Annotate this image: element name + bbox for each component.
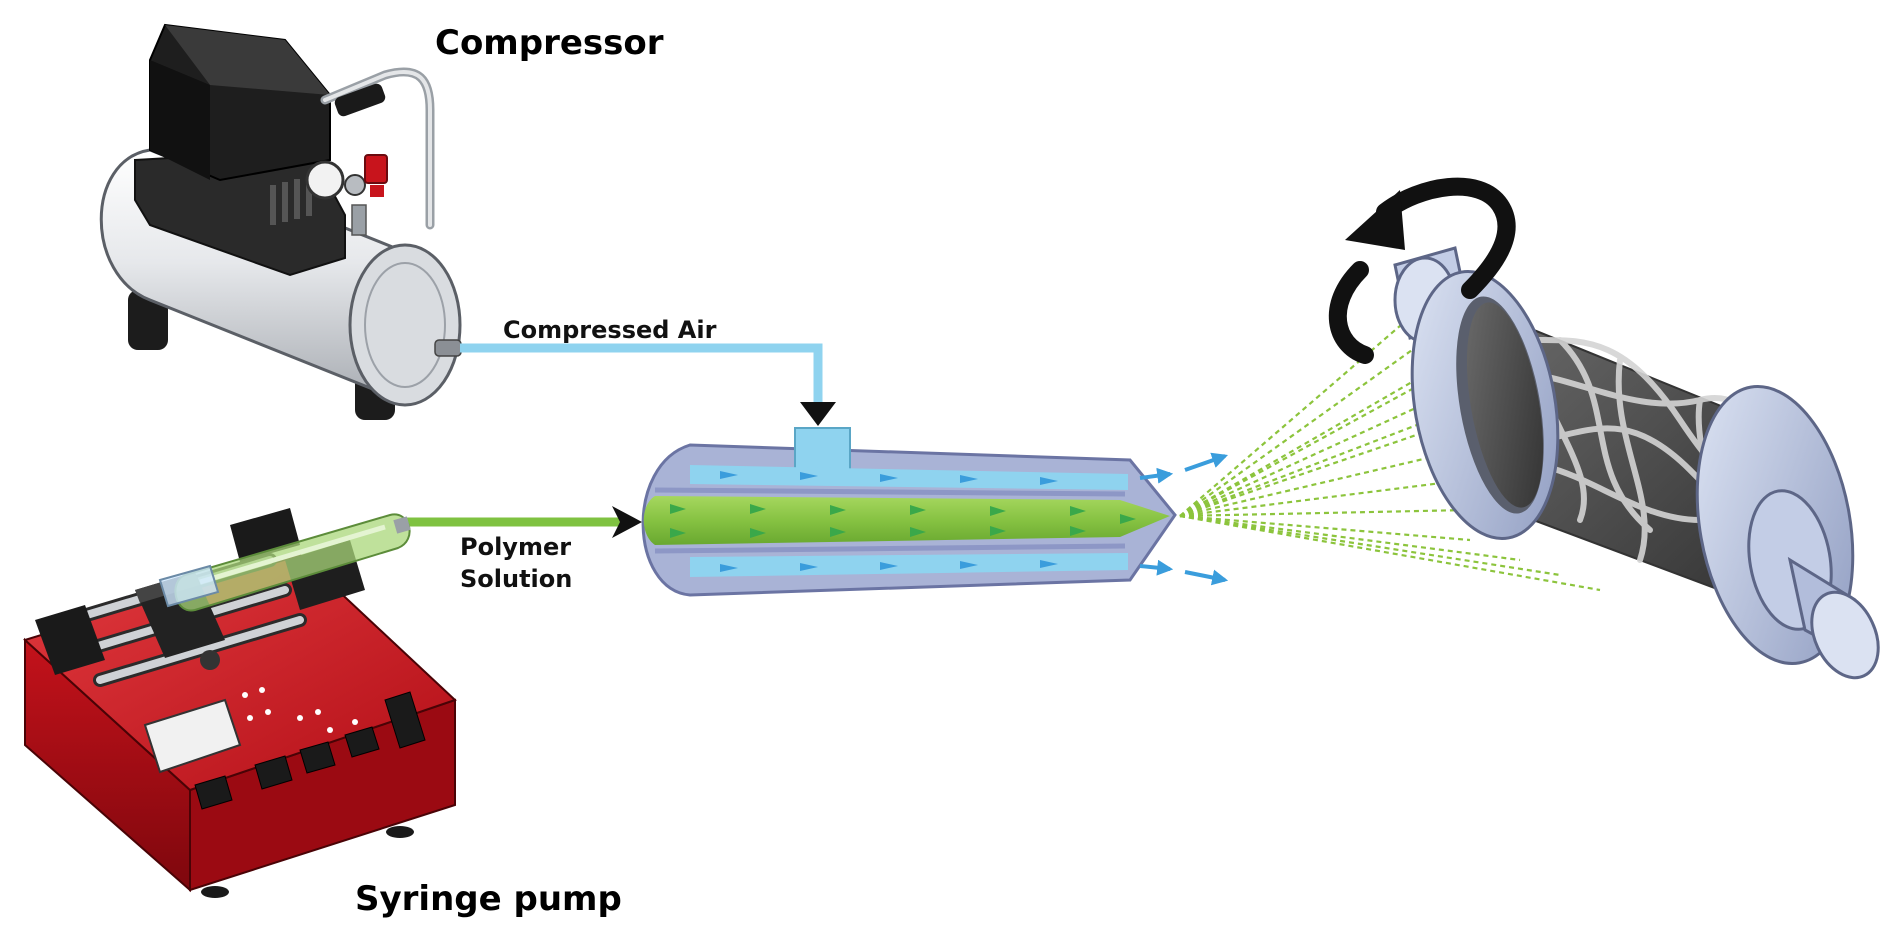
pump-button [299,741,336,774]
polymer-label-line2: Solution [460,565,572,593]
rotating-collector [1393,246,1880,680]
nozzle-air-channel-upper [690,465,1128,490]
fiber-spray [1179,299,1601,592]
air-arrowhead [800,402,836,426]
syringe-tip [393,516,411,534]
compressor-label: Compressor [435,23,664,63]
compressor-outlet [434,339,462,357]
polymer-label-line1: Polymer [460,533,571,561]
rotation-arrow-icon [1328,177,1516,364]
nozzle-polymer-core [643,496,1170,545]
coaxial-nozzle [641,427,1229,597]
pump-display [143,698,242,774]
compressor-valve [364,154,388,184]
compressed-air-line [460,343,823,405]
compressor-gauge [305,160,345,200]
pump-button [344,726,380,758]
compressed-air-label: Compressed Air [503,316,717,344]
syringe-plunger [158,564,220,608]
polymer-arrowhead [612,506,642,538]
syringe-pump-illustration [23,508,457,898]
nozzle-air-inlet [794,427,851,471]
pump-button [194,775,233,810]
pump-end-block [35,605,105,675]
compressor-leg [128,290,168,350]
pump-button [384,691,426,749]
pump-button [254,755,293,790]
compressor-tank-end [348,243,462,407]
compressor-illustration [99,23,462,420]
syringe-pump-label: Syringe pump [355,879,622,919]
nozzle-air-channel-lower [690,553,1128,577]
